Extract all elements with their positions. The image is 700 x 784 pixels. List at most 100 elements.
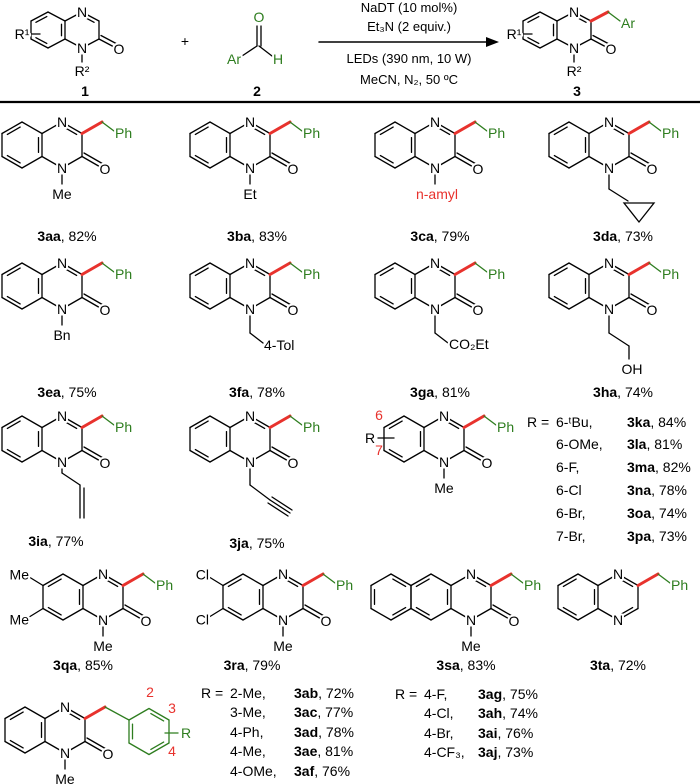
yield: 74% [625,384,653,400]
new-bond [80,120,104,135]
position-7-label: 7 [375,442,383,458]
oxygen-label: O [288,455,299,471]
ring-bond [430,607,452,621]
ring-bond [209,415,231,429]
compound-label: 3da, 73% [593,228,653,244]
ring-bond [383,415,405,429]
bond [44,706,66,720]
substituent-bond [209,607,224,618]
new-bond [301,572,325,587]
ring-bond [394,296,416,310]
double-bond-line [6,448,21,458]
compound-label: 3ra, 79% [224,657,281,673]
bond [282,607,304,621]
compound-id: 3ga [410,384,434,400]
table-substituent: 4-F, [424,686,447,702]
ring-bond [548,121,570,135]
new-bond [589,10,610,23]
bond [269,499,291,514]
ring-bond [403,449,425,463]
compound-id: 3oa [627,505,651,521]
phenyl-label: Ph [662,266,679,282]
double-bond-line [251,126,266,136]
double-bond-line [562,606,577,616]
bond [573,11,592,22]
nitrogen-label: N [245,255,255,271]
new-bond [627,120,651,135]
new-bond [80,261,104,276]
bond [414,121,436,135]
bond [229,121,251,135]
benzyl-ring-bond [128,707,150,721]
double-bond-line [35,37,48,45]
double-bond-line [610,267,625,277]
ring-bond [242,607,264,621]
triple-bond-line [267,502,289,517]
table-entry: 3ac, 77% [294,704,353,720]
ring-bond [539,38,558,49]
condition-text: NaDT (10 mol%) [361,0,458,15]
arrow-head [486,37,499,47]
table-entry: 3ae, 81% [294,743,353,759]
yield: , 84% [650,414,686,430]
separator: , [617,228,625,244]
compound-id: 3ac [294,704,318,720]
double-bond-line [388,420,403,430]
bond [556,38,575,49]
bond [608,296,630,310]
bond [597,607,619,621]
ring-bond [42,573,64,587]
compound-id: 3sa [436,657,460,673]
double-bond-line [194,448,209,458]
compound-number: 3 [573,83,581,99]
ring-bond [410,607,432,621]
nitrogen-label: N [569,40,579,56]
benzyl-bond [607,11,621,22]
compound-id: 3la [627,436,647,452]
new-bond [268,414,292,429]
ring-bond [374,262,396,276]
table-entry: 3ab, 72% [294,685,354,701]
bond [269,296,291,310]
bond [249,262,271,276]
bond [414,262,436,276]
table-substituent: 4-Br, [424,725,454,741]
oxygen-label: O [647,302,658,318]
separator: , [251,228,259,244]
table-substituent: 4-OMe, [230,763,277,779]
double-bond-line [445,420,460,430]
double-bond-line [436,126,451,136]
bond [44,740,66,754]
bond [81,38,100,49]
ring-bond [374,121,396,135]
double-bond-line [100,34,119,46]
bond [414,155,436,169]
ring-bond [222,607,244,621]
bond [597,573,619,587]
new-bond [268,261,292,276]
ring-bond [21,415,43,429]
bond [454,296,476,310]
ring-bond [4,740,26,754]
double-bond-line [492,604,514,618]
ring-bond [21,296,43,310]
bond [262,607,284,621]
benzyl-ring-bond [128,742,150,756]
separator: , [610,657,618,673]
ring-bond [548,262,570,276]
bond [414,296,436,310]
yield: , 76% [314,763,350,779]
nitrogen-label: N [278,612,288,628]
bond [490,607,512,621]
compound-id: 3ad [294,724,318,740]
bond [423,449,445,463]
bond [249,415,271,429]
n-substituent-label: Me [93,638,113,654]
phenyl-label: Ph [336,577,353,593]
bond [249,296,271,310]
double-bond-line [630,293,652,307]
bond [41,449,63,463]
double-bond-line [619,606,634,616]
nitrogen-label: N [60,745,70,761]
compound-id: 3ag [478,686,502,702]
